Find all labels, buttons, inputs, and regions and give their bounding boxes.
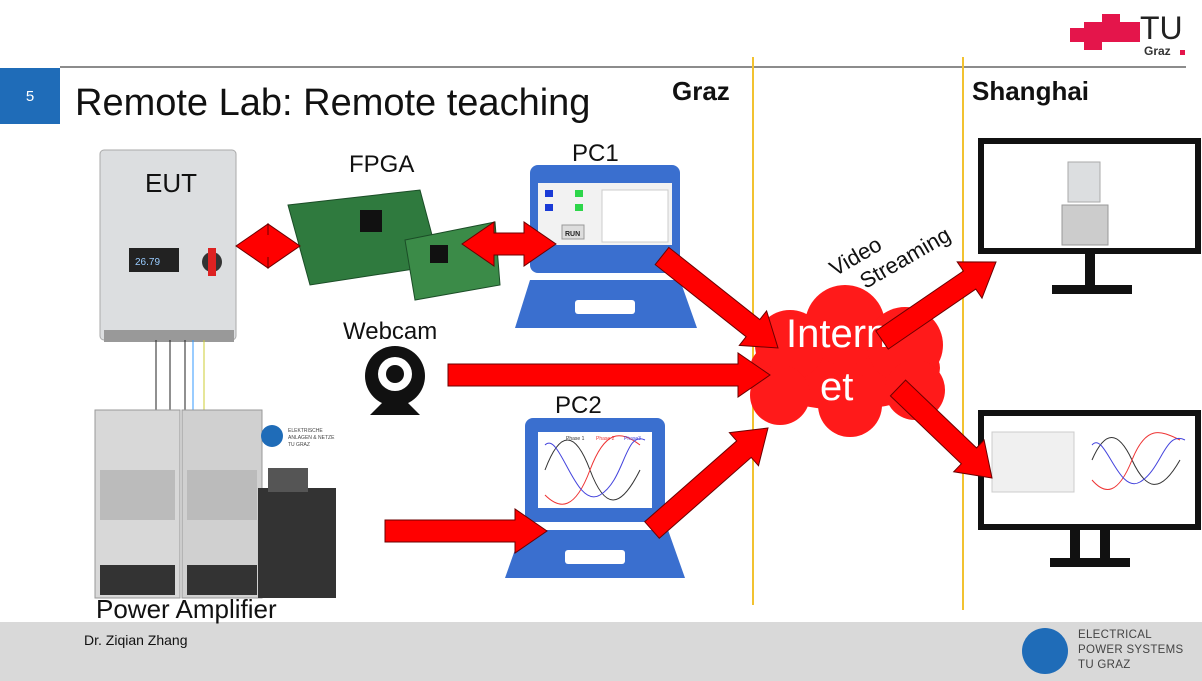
tu-logo-sub: Graz xyxy=(1144,44,1171,58)
page-number: 5 xyxy=(0,68,60,124)
location-graz: Graz xyxy=(672,76,730,106)
eut-device-image: 26.79 xyxy=(99,149,237,415)
arrow-eut-fpga xyxy=(235,223,301,269)
eps-logo-icon xyxy=(1022,628,1068,674)
svg-text:ANLAGEN & NETZE: ANLAGEN & NETZE xyxy=(288,435,335,441)
eut-label: EUT xyxy=(145,168,197,198)
pc2-label: PC2 xyxy=(555,392,602,419)
header-rule xyxy=(60,66,1186,68)
svg-text:TU GRAZ: TU GRAZ xyxy=(288,442,310,448)
footer-bar xyxy=(0,622,1202,681)
arrow-fpga-pc1 xyxy=(461,221,557,267)
svg-text:ELEKTRISCHE: ELEKTRISCHE xyxy=(288,428,323,434)
fpga-label: FPGA xyxy=(349,151,414,178)
svg-text:Phase 1: Phase 1 xyxy=(566,436,585,442)
monitor-screen-share xyxy=(978,410,1201,567)
svg-text:Phase 2: Phase 2 xyxy=(596,436,615,442)
pc2-laptop: Phase 1 Phase 2 Phase3 xyxy=(505,418,685,578)
arrow-amplifier-pc2 xyxy=(384,508,548,554)
arrow-internet-monitor2 xyxy=(889,379,993,479)
arrow-webcam-internet xyxy=(447,352,771,398)
arrow-pc2-internet xyxy=(643,427,769,540)
power-amplifier-image: ELEKTRISCHE ANLAGEN & NETZE TU GRAZ xyxy=(94,409,336,599)
location-shanghai: Shanghai xyxy=(972,76,1089,106)
author-name: Dr. Ziqian Zhang xyxy=(84,632,188,648)
svg-text:RUN: RUN xyxy=(565,231,580,238)
monitor-video xyxy=(978,138,1201,294)
internet-label-2: et xyxy=(820,365,853,409)
svg-text:26.79: 26.79 xyxy=(135,257,160,268)
webcam-icon xyxy=(365,346,425,415)
pc1-laptop: RUN xyxy=(515,165,697,328)
svg-text:Phase3: Phase3 xyxy=(624,436,641,442)
power-amplifier-label: Power Amplifier xyxy=(96,594,277,624)
webcam-label: Webcam xyxy=(343,318,437,345)
pc1-label: PC1 xyxy=(572,140,619,167)
internet-label-1: Intern xyxy=(786,312,888,356)
arrow-internet-monitor1 xyxy=(875,261,997,350)
arrow-pc1-internet xyxy=(654,246,779,349)
slide-title: Remote Lab: Remote teaching xyxy=(75,82,591,124)
tu-logo-text: TU xyxy=(1140,10,1183,46)
tu-graz-logo: TU Graz xyxy=(1070,10,1190,60)
